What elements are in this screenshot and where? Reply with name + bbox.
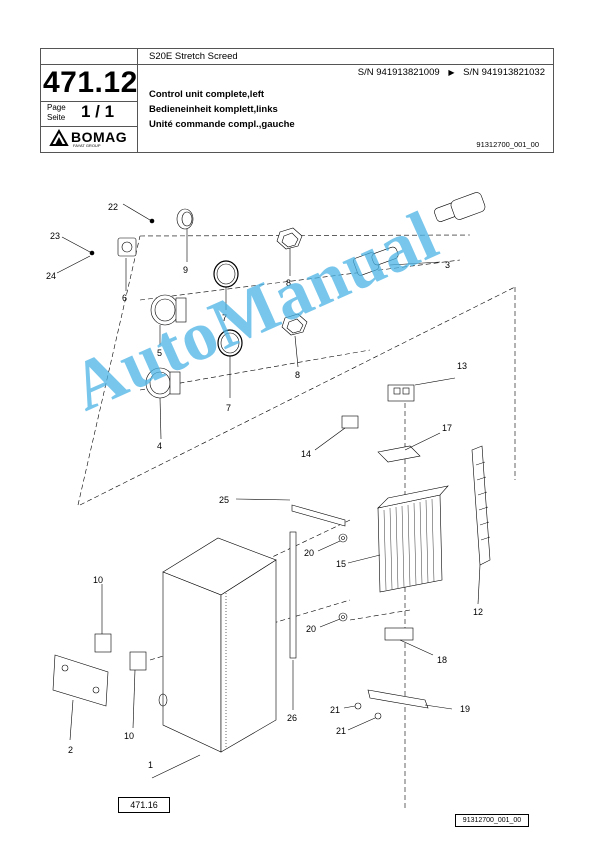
part-socket-flange bbox=[117, 237, 137, 257]
document-number: 471.12 bbox=[43, 66, 138, 99]
callout: 7 bbox=[226, 403, 231, 413]
callout: 21 bbox=[336, 726, 346, 736]
leader-lines bbox=[56, 203, 481, 779]
callout: 23 bbox=[50, 231, 60, 241]
callout: 22 bbox=[108, 202, 118, 212]
callout: 9 bbox=[183, 265, 188, 275]
description-en: Control unit complete,left bbox=[149, 89, 265, 100]
part-din-rail bbox=[291, 504, 346, 527]
callout: 3 bbox=[445, 260, 450, 270]
part-connector-upper bbox=[150, 294, 187, 326]
callout: 21 bbox=[330, 705, 340, 715]
divider bbox=[137, 64, 553, 65]
callout: 24 bbox=[46, 271, 56, 281]
drawing-code: 91312700_001_00 bbox=[476, 140, 539, 149]
part-switch bbox=[94, 633, 112, 653]
callout: 19 bbox=[460, 704, 470, 714]
callout: 10 bbox=[124, 731, 134, 741]
callout: 15 bbox=[336, 559, 346, 569]
divider bbox=[41, 126, 137, 127]
part-cover-strip bbox=[289, 531, 297, 659]
machine-name: S20E Stretch Screed bbox=[149, 51, 238, 62]
arrow-right-icon: ▶ bbox=[448, 68, 455, 77]
callout: 1 bbox=[148, 760, 153, 770]
divider bbox=[41, 64, 137, 65]
callout: 4 bbox=[157, 441, 162, 451]
part-end-terminal bbox=[384, 627, 414, 641]
reference-box[interactable]: 471.16 bbox=[118, 797, 170, 813]
brand-name: BOMAG bbox=[71, 129, 128, 145]
callout: 18 bbox=[437, 655, 447, 665]
description-block: Control unit complete,left Bedieneinheit… bbox=[149, 87, 295, 132]
part-ground-bar bbox=[367, 689, 429, 709]
part-marker-plate bbox=[377, 445, 421, 463]
page-label: Page Seite bbox=[47, 103, 66, 123]
divider bbox=[137, 49, 138, 152]
callout: 14 bbox=[301, 449, 311, 459]
part-terminal-block bbox=[377, 485, 449, 593]
page-number: 1 / 1 bbox=[81, 102, 115, 121]
callout: 8 bbox=[286, 278, 291, 288]
part-nut bbox=[276, 227, 303, 250]
callout: 6 bbox=[122, 293, 127, 303]
bomag-logo-icon bbox=[49, 129, 69, 146]
callout-labels: 1 2 3 4 5 6 7 7 8 8 9 10 10 12 13 14 15 … bbox=[46, 202, 483, 770]
serial-from: S/N 941913821009 bbox=[357, 67, 440, 78]
callout: 10 bbox=[93, 575, 103, 585]
part-cable-gland bbox=[353, 192, 486, 276]
description-fr: Unité commande compl.,gauche bbox=[149, 119, 295, 130]
part-relay bbox=[387, 384, 415, 402]
callout: 20 bbox=[304, 548, 314, 558]
callout: 7 bbox=[222, 313, 227, 323]
part-cap bbox=[176, 208, 194, 230]
page-label-de: Seite bbox=[47, 113, 66, 122]
part-housing bbox=[158, 537, 277, 753]
description-de: Bedieneinheit komplett,links bbox=[149, 104, 278, 115]
callout: 13 bbox=[457, 361, 467, 371]
part-switch bbox=[129, 651, 147, 671]
serial-to: S/N 941913821032 bbox=[463, 67, 545, 78]
brand-subtitle: FAYAT GROUP bbox=[73, 143, 101, 148]
divider bbox=[41, 101, 137, 102]
callout: 8 bbox=[295, 370, 300, 380]
callout: 20 bbox=[306, 624, 316, 634]
part-cable-duct bbox=[471, 445, 491, 566]
drawing-code-box: 91312700_001_00 bbox=[455, 814, 529, 827]
callout: 26 bbox=[287, 713, 297, 723]
title-block: 471.12 S20E Stretch Screed S/N 941913821… bbox=[40, 48, 554, 153]
callout: 12 bbox=[473, 607, 483, 617]
part-relay-small bbox=[341, 415, 359, 429]
brand-logo: BOMAG FAYAT GROUP bbox=[49, 129, 133, 149]
callout: 2 bbox=[68, 745, 73, 755]
callout: 5 bbox=[157, 348, 162, 358]
callout: 25 bbox=[219, 495, 229, 505]
callout: 17 bbox=[442, 423, 452, 433]
part-mounting-plate bbox=[52, 654, 109, 707]
page-label-en: Page bbox=[47, 103, 66, 112]
serial-range: S/N 941913821009 ▶ S/N 941913821032 bbox=[358, 67, 545, 78]
